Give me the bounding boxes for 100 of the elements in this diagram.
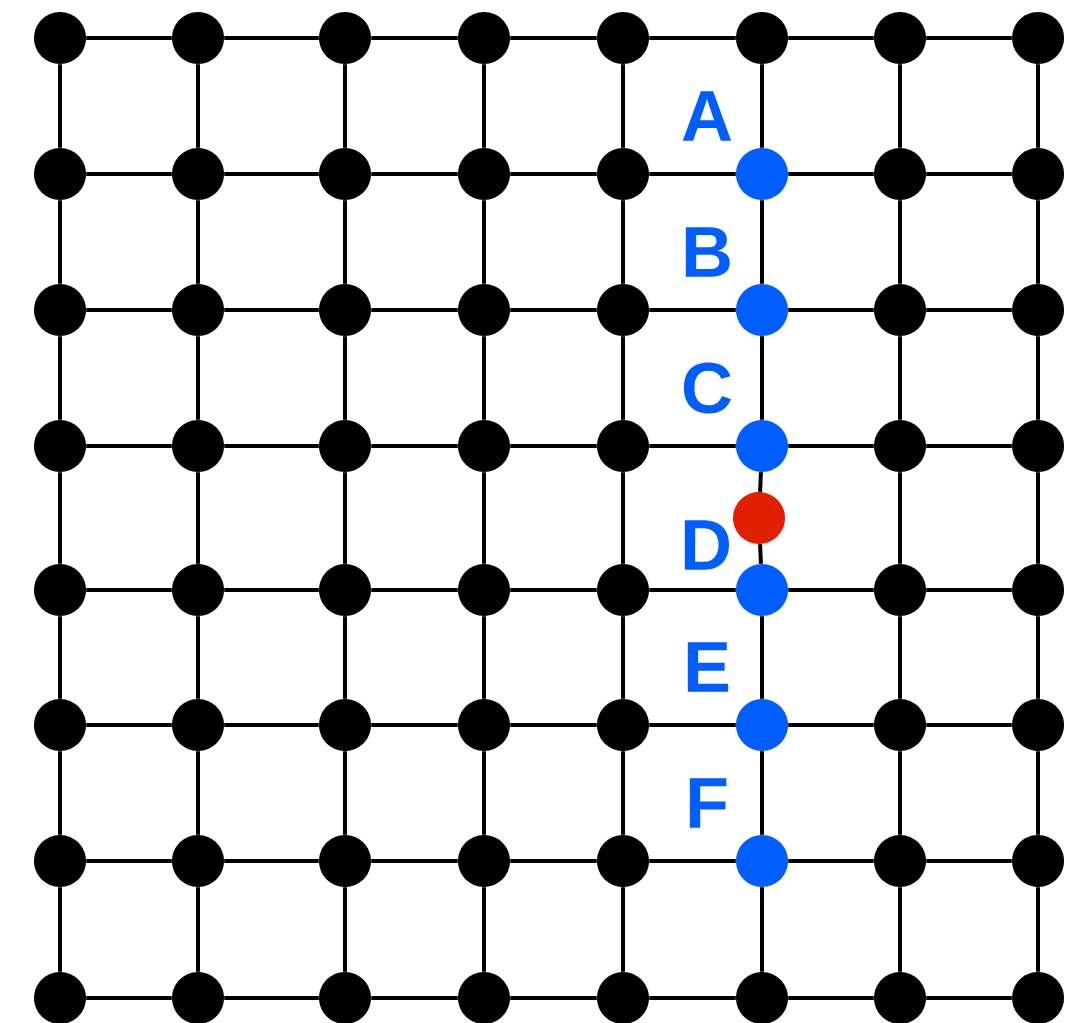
grid-line: [196, 472, 200, 564]
grid-line: [649, 996, 736, 1000]
grid-line: [621, 616, 625, 699]
dot: [172, 420, 224, 472]
grid-line: [1036, 64, 1040, 148]
grid-line: [788, 172, 874, 176]
grid-line: [898, 616, 902, 699]
grid-line: [788, 996, 874, 1000]
dot: [34, 12, 86, 64]
grid-line: [371, 36, 458, 40]
grid-line: [343, 64, 347, 148]
grid-line: [898, 751, 902, 835]
dot: [1012, 12, 1064, 64]
grid-line: [224, 308, 319, 312]
dot: [34, 835, 86, 887]
dot: [736, 699, 788, 751]
grid-line: [224, 588, 319, 592]
dot: [1012, 564, 1064, 616]
grid-line: [510, 859, 597, 863]
dot: [597, 420, 649, 472]
grid-line: [58, 751, 62, 835]
grid-line: [926, 723, 1012, 727]
grid-line: [482, 200, 486, 284]
dot: [597, 835, 649, 887]
dot: [319, 12, 371, 64]
grid-line: [621, 887, 625, 972]
dot: [597, 12, 649, 64]
grid-line: [482, 616, 486, 699]
dot: [319, 420, 371, 472]
grid-line: [510, 588, 597, 592]
grid-line: [898, 887, 902, 972]
dot: [874, 12, 926, 64]
grid-line: [621, 751, 625, 835]
dot: [733, 492, 785, 544]
point-label: C: [683, 362, 732, 414]
dot: [1012, 420, 1064, 472]
dot: [172, 564, 224, 616]
grid-line: [371, 172, 458, 176]
grid-line: [1036, 472, 1040, 564]
dot: [597, 699, 649, 751]
grid-line: [760, 616, 764, 699]
grid-line: [1036, 200, 1040, 284]
dot: [736, 420, 788, 472]
grid-line: [224, 723, 319, 727]
dot: [736, 564, 788, 616]
dot: [458, 564, 510, 616]
dot: [874, 148, 926, 200]
grid-line: [649, 444, 736, 448]
dot: [458, 835, 510, 887]
point-label: E: [687, 642, 729, 692]
dot: [458, 148, 510, 200]
dot: [34, 148, 86, 200]
dot: [34, 564, 86, 616]
grid-line: [482, 751, 486, 835]
dot: [458, 284, 510, 336]
grid-line: [898, 336, 902, 420]
grid-line: [196, 200, 200, 284]
grid-line: [343, 472, 347, 564]
dot: [319, 284, 371, 336]
grid-line: [788, 308, 874, 312]
grid-line: [649, 588, 736, 592]
grid-line: [649, 308, 736, 312]
grid-line: [86, 723, 172, 727]
dot: [172, 12, 224, 64]
dot: [874, 699, 926, 751]
grid-line: [621, 200, 625, 284]
dot: [458, 699, 510, 751]
grid-line: [482, 472, 486, 564]
grid-line: [898, 200, 902, 284]
dot: [1012, 148, 1064, 200]
dot: [458, 420, 510, 472]
dot: [597, 284, 649, 336]
grid-line: [371, 308, 458, 312]
grid-line: [86, 444, 172, 448]
dot: [34, 420, 86, 472]
dot: [319, 835, 371, 887]
grid-line: [343, 887, 347, 972]
dot: [874, 284, 926, 336]
dot: [458, 12, 510, 64]
grid-line: [1036, 751, 1040, 835]
dot: [874, 564, 926, 616]
grid-line: [58, 887, 62, 972]
grid-line: [86, 308, 172, 312]
dot: [319, 699, 371, 751]
grid-line: [58, 336, 62, 420]
dot: [34, 699, 86, 751]
grid-line: [510, 36, 597, 40]
grid-line: [760, 751, 764, 835]
grid-line: [482, 336, 486, 420]
dot: [736, 835, 788, 887]
grid-line: [196, 616, 200, 699]
grid-line: [510, 444, 597, 448]
grid-line: [343, 200, 347, 284]
grid-line: [86, 172, 172, 176]
grid-line: [1036, 887, 1040, 972]
grid-line: [86, 996, 172, 1000]
grid-line: [788, 36, 874, 40]
grid-line: [926, 588, 1012, 592]
grid-line: [510, 723, 597, 727]
dot: [874, 420, 926, 472]
